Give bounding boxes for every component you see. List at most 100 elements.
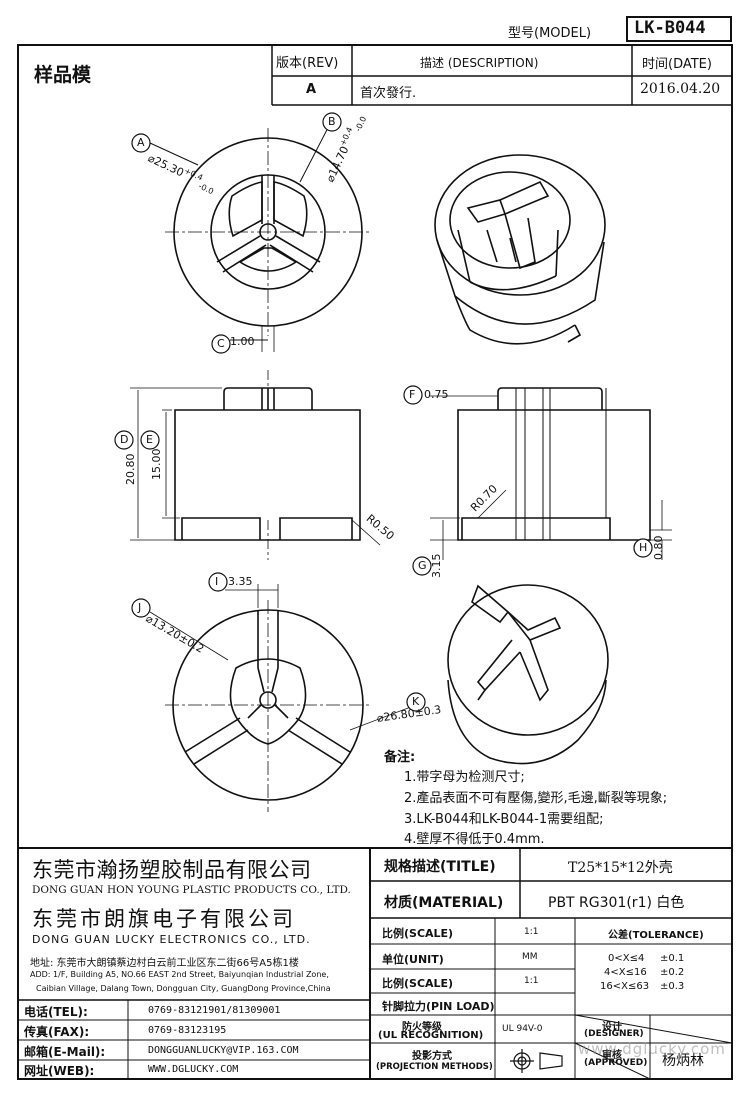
- border-frame: [17, 44, 733, 1080]
- callout-label-d: D: [120, 433, 129, 446]
- sample-label: 样品模: [34, 64, 92, 86]
- date-header: 时间(DATE): [642, 57, 712, 72]
- address-cn: 地址: 东莞市大朗镇蔡边村白云前工业区东二街66号A5栋1楼: [30, 958, 299, 969]
- dim-i: 3.35: [228, 575, 253, 588]
- callout-label-f: F: [409, 388, 416, 401]
- notes-title: 备注:: [384, 750, 416, 765]
- proj-label-en: (PROJECTION METHODS): [376, 1062, 493, 1072]
- proj-label: 投影方式: [412, 1051, 452, 1062]
- callout-j: [131, 598, 151, 618]
- unit-label: 单位(UNIT): [382, 953, 444, 966]
- tol-range: 16<X≤63: [600, 981, 650, 992]
- dim-h: 0.80: [652, 535, 665, 561]
- tol-range: 4<X≤16: [604, 967, 647, 978]
- title-block-line: [574, 1014, 733, 1044]
- callout-e: [140, 430, 160, 450]
- callout-i: [208, 572, 228, 592]
- scale2-label: 比例(SCALE): [382, 977, 454, 990]
- mail-label: 邮箱(E-Mail):: [24, 1045, 106, 1059]
- designer-label: 设计: [602, 1022, 622, 1033]
- fax-value: 0769-83123195: [148, 1025, 227, 1036]
- model-label: 型号(MODEL): [508, 26, 592, 41]
- desc-header: 描述 (DESCRIPTION): [420, 56, 539, 70]
- approved-value: 杨炳林: [662, 1053, 704, 1069]
- title-value: T25*15*12外壳: [568, 860, 673, 876]
- approved-label: 审核: [602, 1050, 622, 1061]
- note-item: 3.LK-B044和LK-B044-1需要组配;: [404, 812, 604, 827]
- fire-value: UL 94V-0: [502, 1024, 543, 1034]
- callout-label-k: K: [412, 695, 420, 708]
- callout-label-j: J: [138, 601, 142, 614]
- tol-header: 公差(TOLERANCE): [608, 930, 704, 941]
- fire-label: 防火等级: [402, 1022, 442, 1033]
- company-cn-1: 东莞市瀚扬塑胶制品有限公司: [32, 858, 312, 882]
- note-item: 4.壁厚不得低于0.4mm.: [404, 832, 545, 847]
- tol-value: ±0.1: [660, 953, 685, 964]
- company-cn-2: 东莞市朗旗电子有限公司: [32, 907, 296, 931]
- callout-g: [412, 556, 432, 576]
- projection-symbol: [510, 1049, 563, 1073]
- callout-label-b: B: [328, 115, 336, 128]
- tol-value: ±0.2: [660, 967, 685, 978]
- dim-g: 3.15: [430, 553, 443, 579]
- callout-c: [211, 334, 231, 354]
- web-value: WWW.DGLUCKY.COM: [148, 1064, 239, 1075]
- watermark: www.dglucky.com: [578, 1040, 726, 1058]
- date-value: 2016.04.20: [640, 81, 721, 97]
- top-view: [149, 119, 372, 352]
- callout-label-e: E: [146, 433, 153, 446]
- isometric-view-1: [434, 154, 606, 345]
- side-view: [430, 387, 672, 560]
- mail-value: DONGGUANLUCKY@VIP.163.COM: [148, 1045, 299, 1056]
- scale-label: 比例(SCALE): [382, 927, 454, 940]
- tel-value: 0769-83121901/81309001: [148, 1005, 281, 1016]
- callout-label-i: I: [215, 575, 219, 588]
- title-label: 规格描述(TITLE): [384, 859, 496, 875]
- pin-label: 针脚拉力(PIN LOAD): [382, 1000, 495, 1013]
- scale-value: 1:1: [524, 927, 539, 937]
- isometric-view-2: [447, 584, 609, 765]
- note-item: 2.產品表面不可有壓傷,變形,毛邊,斷裂等現象;: [404, 791, 668, 806]
- tol-value: ±0.3: [660, 981, 685, 992]
- callout-circles: [114, 112, 653, 712]
- rev-header: 版本(REV): [276, 56, 339, 71]
- tel-label: 电话(TEL):: [24, 1005, 88, 1019]
- callout-label-a: A: [137, 136, 145, 149]
- dim-e: 15.00: [150, 448, 163, 481]
- scale2-value: 1:1: [524, 976, 539, 986]
- callout-h: [633, 538, 653, 558]
- bottom-view: [149, 584, 417, 812]
- approved-label-en: (APPROVED): [584, 1058, 648, 1068]
- note-item: 1.带字母为检测尺寸;: [404, 770, 525, 785]
- dim-f: 0.75: [424, 388, 449, 401]
- web-label: 网址(WEB):: [24, 1064, 95, 1078]
- model-box: [626, 16, 732, 42]
- callout-f: [403, 385, 423, 405]
- material-value: PBT RG301(r1) 白色: [548, 895, 685, 911]
- model-value: LK-B044: [634, 18, 706, 38]
- company-en-1: DONG GUAN HON YOUNG PLASTIC PRODUCTS CO.…: [32, 884, 351, 896]
- callout-b: [322, 112, 342, 132]
- front-view: [130, 370, 381, 560]
- fax-label: 传真(FAX):: [24, 1025, 90, 1039]
- callout-a: [131, 133, 151, 153]
- fire-label-en: (UL RECOGNITION): [378, 1030, 484, 1041]
- callout-label-g: G: [418, 559, 427, 572]
- callout-label-h: H: [639, 541, 648, 554]
- company-en-2: DONG GUAN LUCKY ELECTRONICS CO., LTD.: [32, 933, 311, 946]
- title-block-line: [574, 1042, 651, 1080]
- desc-value: 首次發行.: [360, 86, 417, 101]
- address-en-1: ADD: 1/F, Building A5, NO.66 EAST 2nd St…: [30, 970, 329, 979]
- dim-d: 20.80: [124, 453, 137, 486]
- material-label: 材质(MATERIAL): [384, 895, 504, 911]
- callout-d: [114, 430, 134, 450]
- designer-label-en: (DESIGNER): [584, 1029, 644, 1039]
- dim-c: 1.00: [230, 335, 255, 348]
- address-en-2: Caibian Village, Dalang Town, Dongguan C…: [36, 984, 331, 993]
- tol-range: 0<X≤4: [608, 953, 645, 964]
- rev-value: A: [306, 82, 317, 97]
- unit-value: MM: [522, 952, 538, 962]
- callout-k: [406, 692, 426, 712]
- callout-label-c: C: [217, 337, 225, 350]
